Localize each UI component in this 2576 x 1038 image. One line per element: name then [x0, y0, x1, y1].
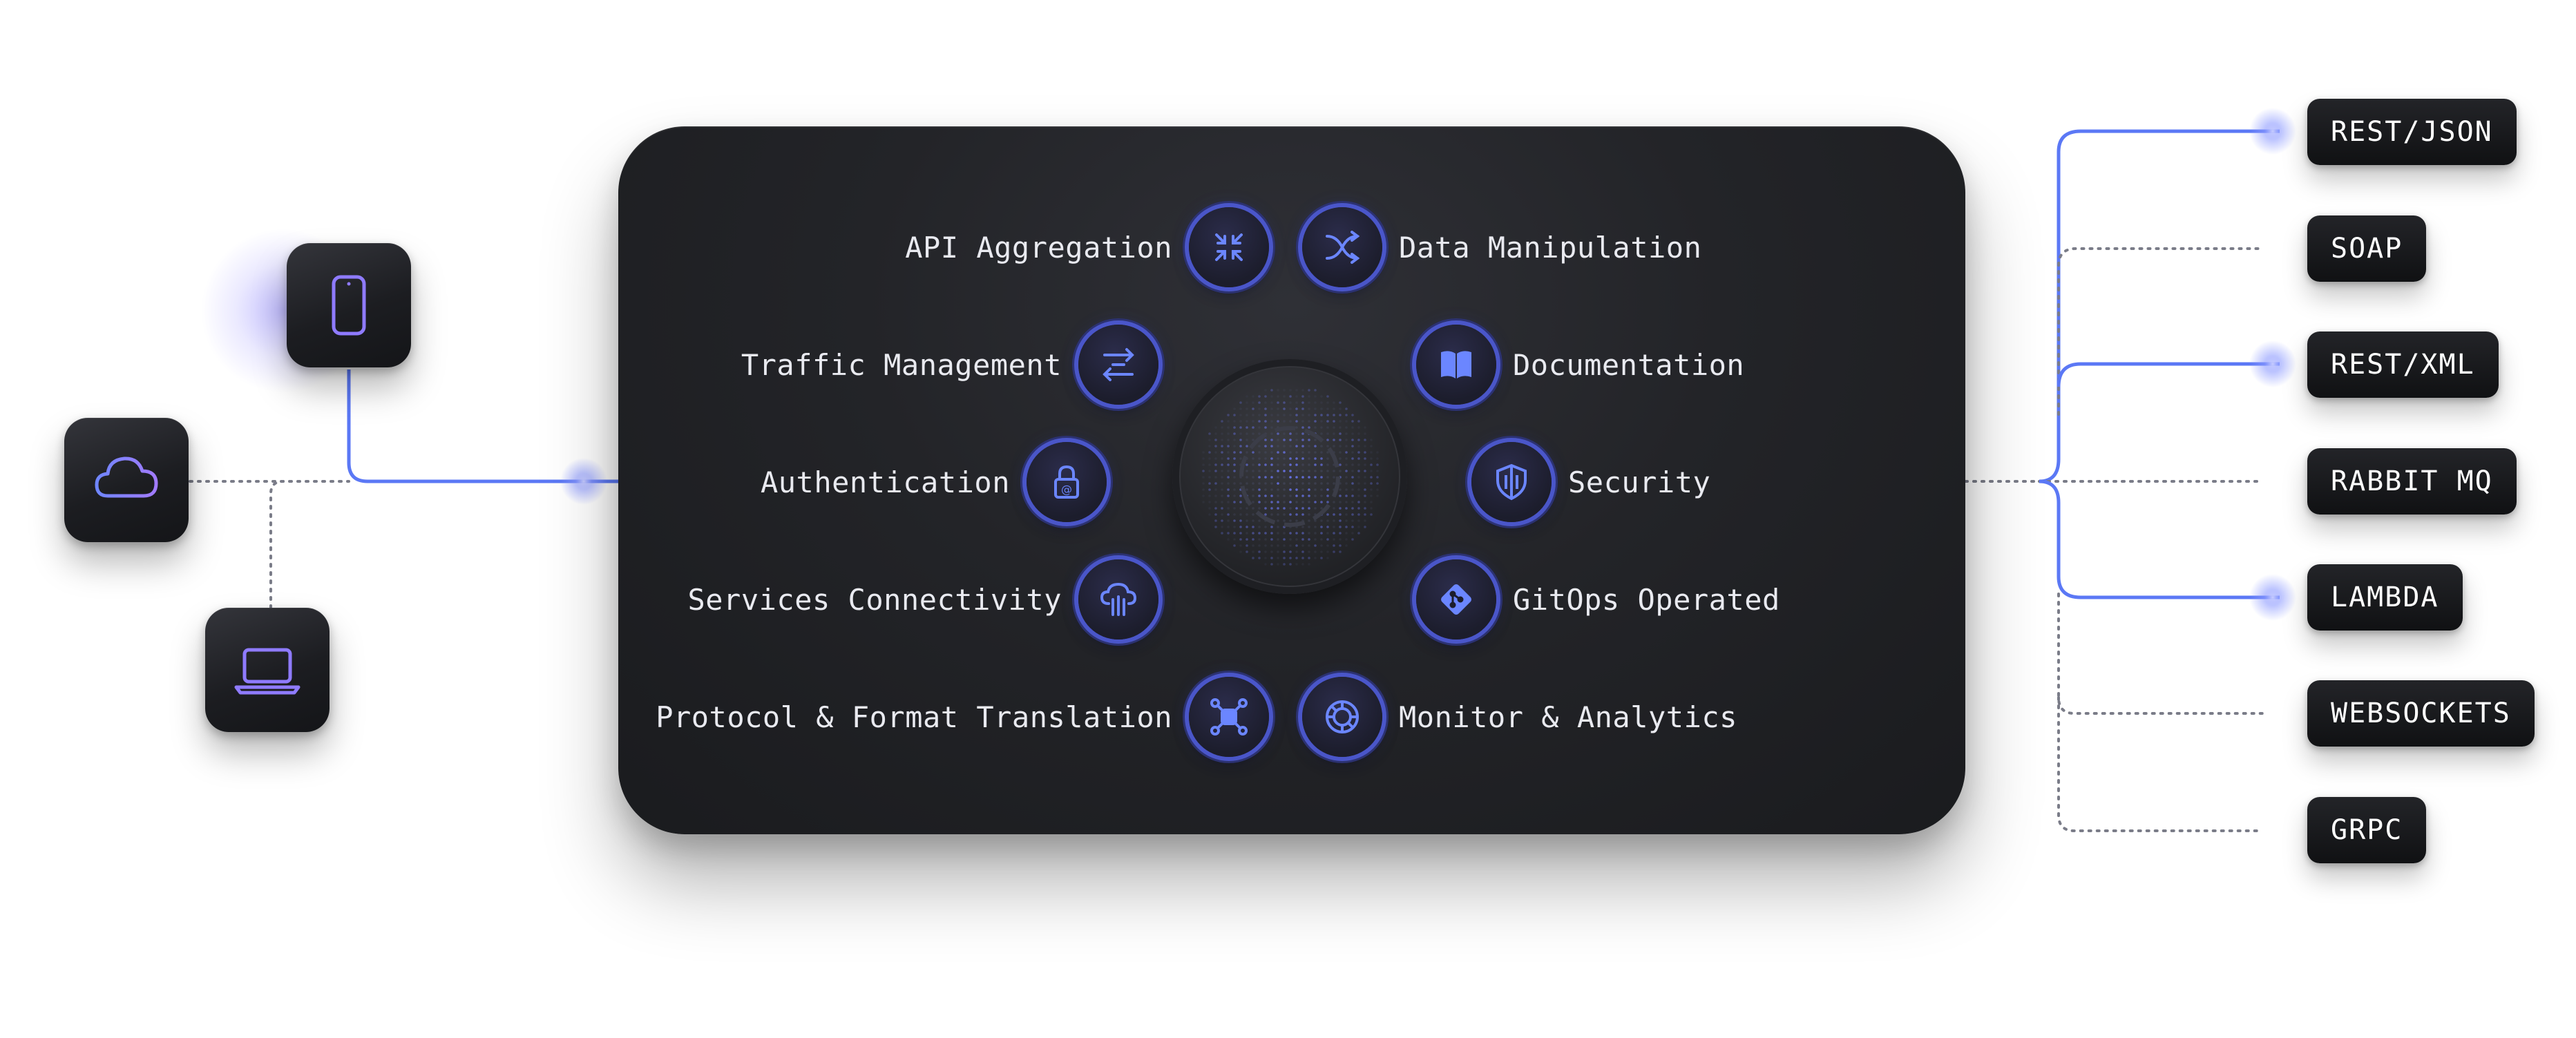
websockets-line [2057, 593, 2264, 715]
feature-monitor-analytics: Monitor & Analytics [1302, 675, 1737, 758]
protocol-label: LAMBDA [2331, 582, 2439, 613]
lambda-line [2039, 479, 2280, 599]
feature-label: Services Connectivity [687, 582, 1062, 617]
feature-traffic-management: Traffic Management [741, 323, 1158, 406]
feature-protocol-format-translation: Protocol & Format Translation [656, 675, 1269, 758]
feature-label: Monitor & Analytics [1399, 700, 1737, 734]
phone-to-gateway-line [347, 369, 618, 483]
protocol-tag-lambda: LAMBDA [2307, 564, 2463, 631]
feature-authentication: Authentication @ [761, 441, 1107, 523]
feature-gitops-operated: GitOps Operated [1416, 558, 1780, 641]
feature-label: Authentication [760, 465, 1010, 499]
feature-documentation: Documentation [1416, 323, 1744, 406]
grpc-line [2057, 696, 2264, 832]
cloud-icon [95, 456, 158, 498]
feature-security: Security [1471, 441, 1710, 523]
book-icon [1416, 325, 1496, 405]
arrows-converge-icon [1189, 207, 1269, 287]
traffic-arrows-icon [1078, 325, 1158, 405]
gauge-icon [1302, 677, 1382, 757]
feature-label: Traffic Management [741, 347, 1062, 382]
laptop-to-gateway-line [269, 480, 285, 609]
rest-json-line [2039, 129, 2280, 483]
git-icon [1416, 559, 1496, 640]
protocol-tag-rest-json: REST/JSON [2307, 99, 2517, 165]
protocol-tag-soap: SOAP [2307, 215, 2427, 282]
shield-icon [1471, 442, 1552, 522]
svg-text:@: @ [1061, 483, 1072, 496]
protocol-tag-rabbit-mq: RABBIT MQ [2307, 448, 2517, 515]
feature-services-connectivity: Services Connectivity [687, 558, 1158, 641]
protocol-label: RABBIT MQ [2331, 465, 2493, 497]
mobile-client-tile [287, 243, 411, 367]
soap-line [2057, 247, 2264, 416]
cloud-connect-icon [1078, 559, 1158, 640]
feature-data-manipulation: Data Manipulation [1302, 206, 1701, 289]
laptop-icon [234, 648, 300, 695]
rest-xml-line [2057, 362, 2280, 387]
protocol-tag-grpc: GRPC [2307, 797, 2427, 863]
protocol-label: REST/XML [2331, 349, 2475, 381]
feature-label: Security [1568, 465, 1711, 499]
feature-label: Documentation [1513, 347, 1745, 382]
protocol-label: SOAP [2331, 233, 2403, 265]
feature-label: Protocol & Format Translation [656, 700, 1172, 734]
phone-icon [332, 275, 366, 336]
feature-label: Data Manipulation [1399, 230, 1702, 265]
protocol-label: GRPC [2331, 814, 2403, 846]
laptop-client-tile [205, 608, 330, 732]
feature-label: API Aggregation [905, 230, 1172, 265]
cloud-client-tile [64, 418, 189, 542]
feature-label: GitOps Operated [1513, 582, 1780, 617]
protocol-label: REST/JSON [2331, 116, 2493, 148]
translate-nodes-icon [1189, 677, 1269, 757]
protocol-tag-websockets: WEBSOCKETS [2307, 680, 2535, 747]
protocol-tag-rest-xml: REST/XML [2307, 331, 2499, 398]
lock-icon: @ [1027, 442, 1107, 522]
protocol-label: WEBSOCKETS [2331, 698, 2511, 729]
feature-api-aggregation: API Aggregation [905, 206, 1269, 289]
data-flow-icon [1302, 207, 1382, 287]
hub-dot-pattern [1202, 389, 1379, 566]
